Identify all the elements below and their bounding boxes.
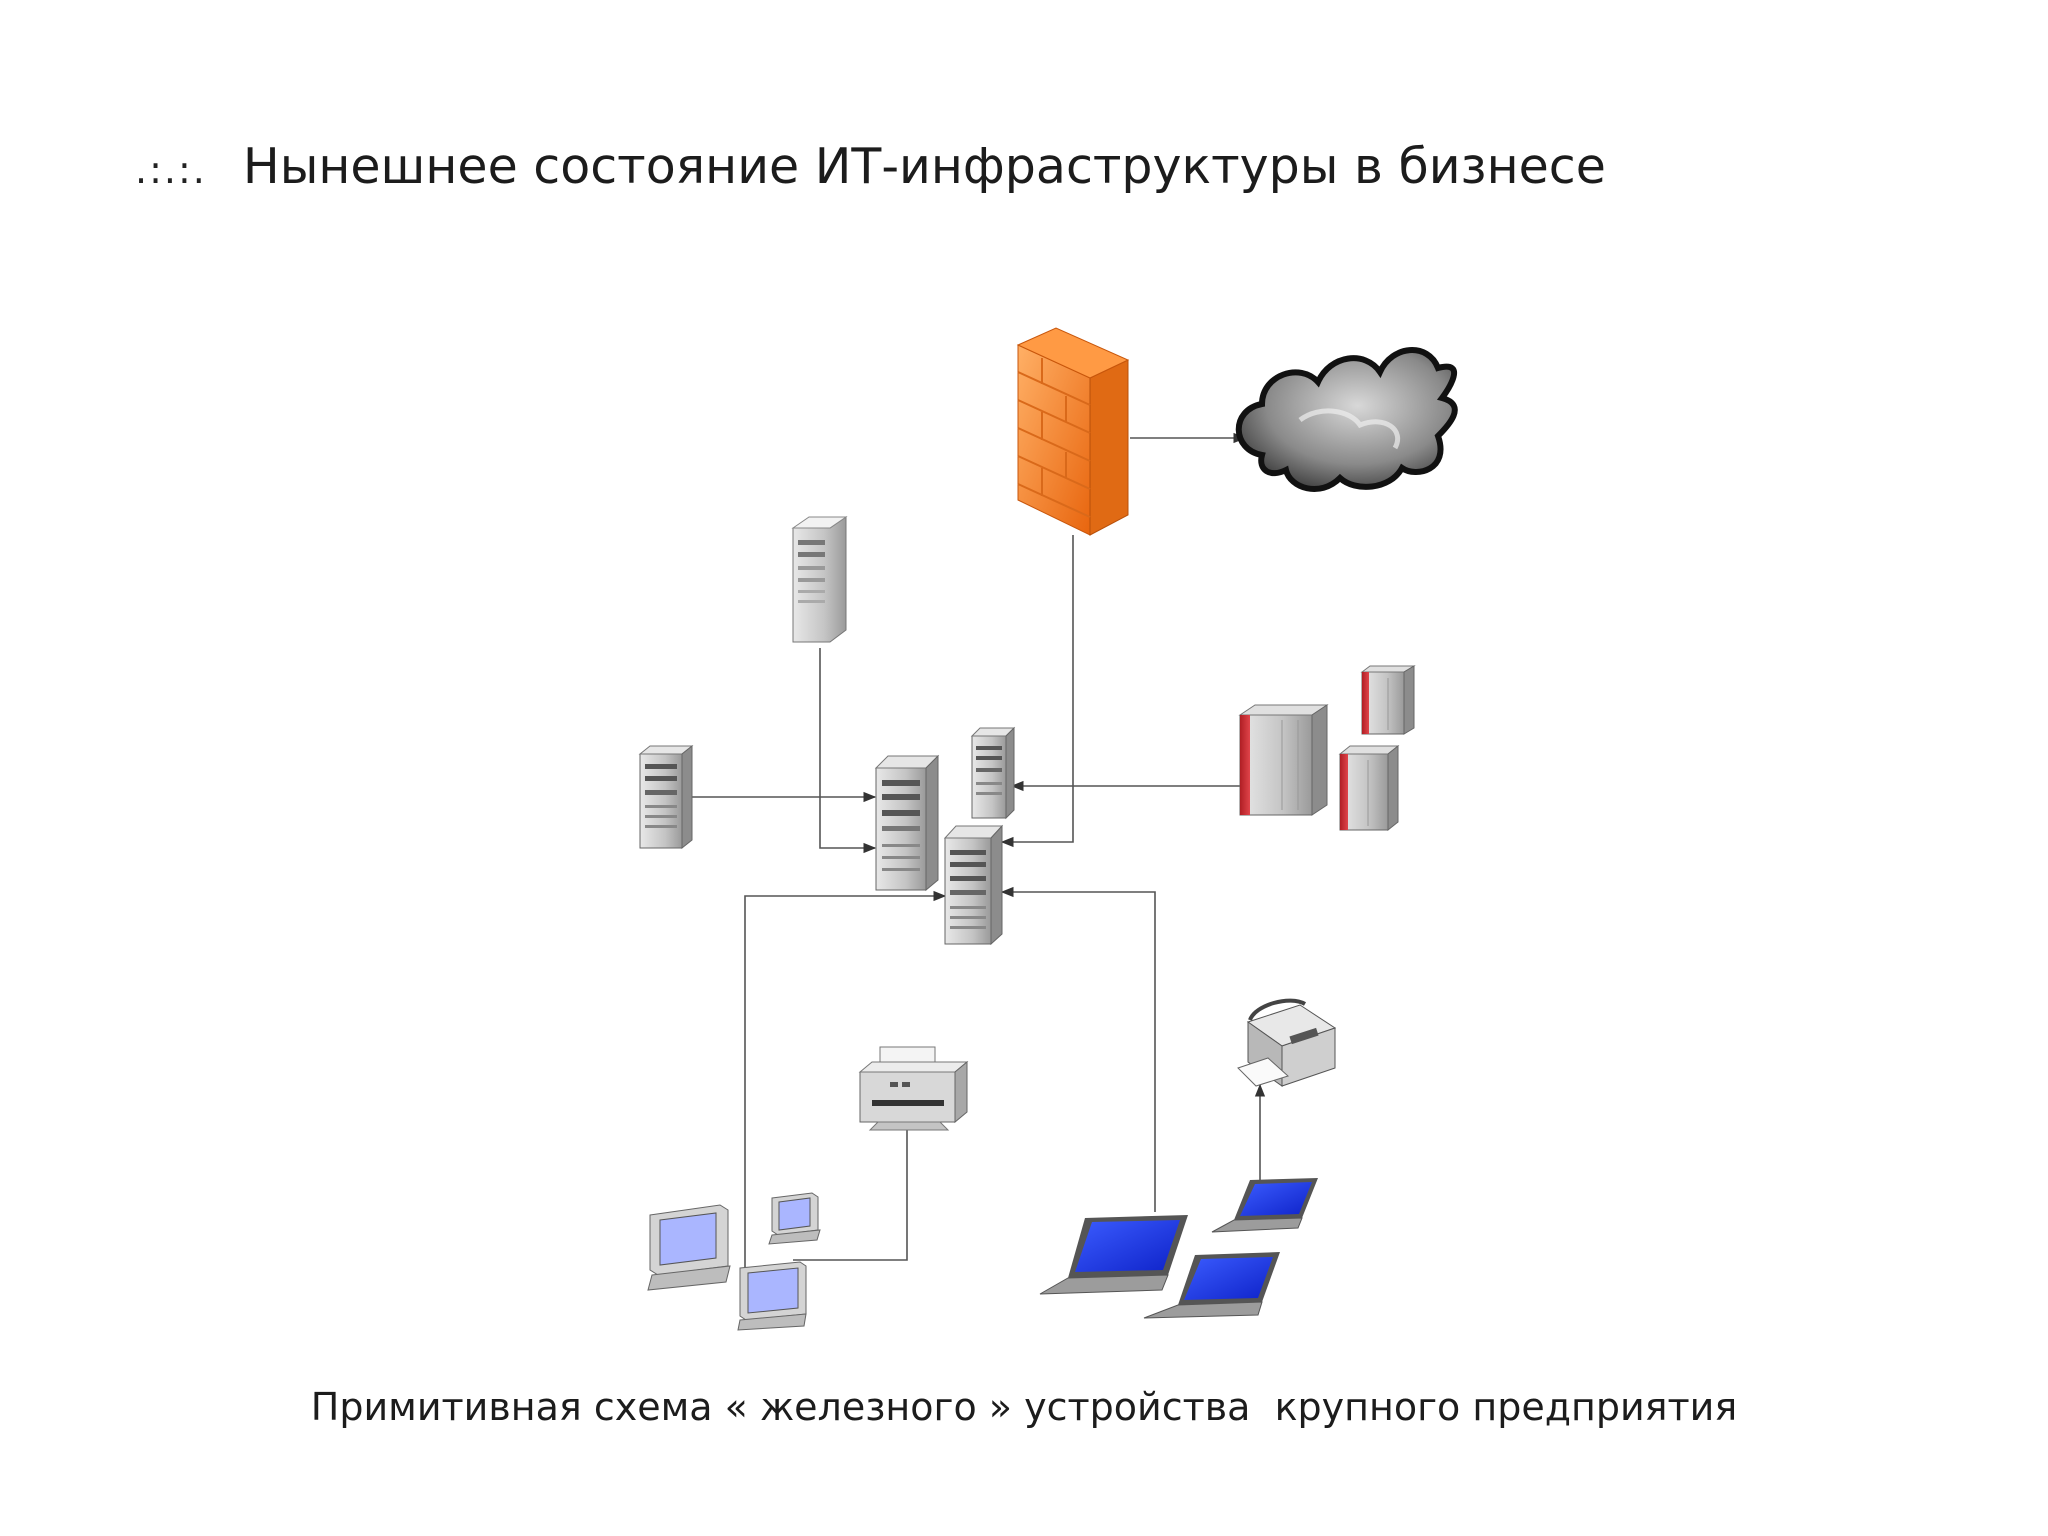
server-small-icon <box>970 726 1016 820</box>
link-desktop-printer <box>793 1090 908 1261</box>
fax-icon <box>1237 998 1337 1087</box>
mainframe-icon <box>1238 665 1416 832</box>
core-server-icon <box>874 754 940 892</box>
desktop-icon <box>647 1192 821 1331</box>
link-tower-core <box>819 648 877 854</box>
internet-cloud-icon <box>1235 347 1458 492</box>
server-left-icon <box>638 744 694 850</box>
link-desktops-hub <box>744 890 947 1325</box>
title-bullet: .:.:. <box>135 148 207 192</box>
connection-lines <box>685 432 1266 1325</box>
tower-server-icon <box>791 516 848 643</box>
hub-server-icon <box>943 824 1004 946</box>
link-firewall-hub <box>1000 535 1074 848</box>
laptop-icon <box>1039 1178 1318 1319</box>
slide-header: .:.:. Нынешнее состояние ИТ-инфраструкту… <box>135 138 1606 195</box>
diagram-caption: Примитивная схема « железного » устройст… <box>310 1385 1738 1429</box>
page-title: Нынешнее состояние ИТ-инфраструктуры в б… <box>242 138 1606 195</box>
printer-icon <box>858 1046 969 1131</box>
firewall-icon <box>1016 327 1130 536</box>
link-laptops-hub <box>1000 886 1156 1212</box>
